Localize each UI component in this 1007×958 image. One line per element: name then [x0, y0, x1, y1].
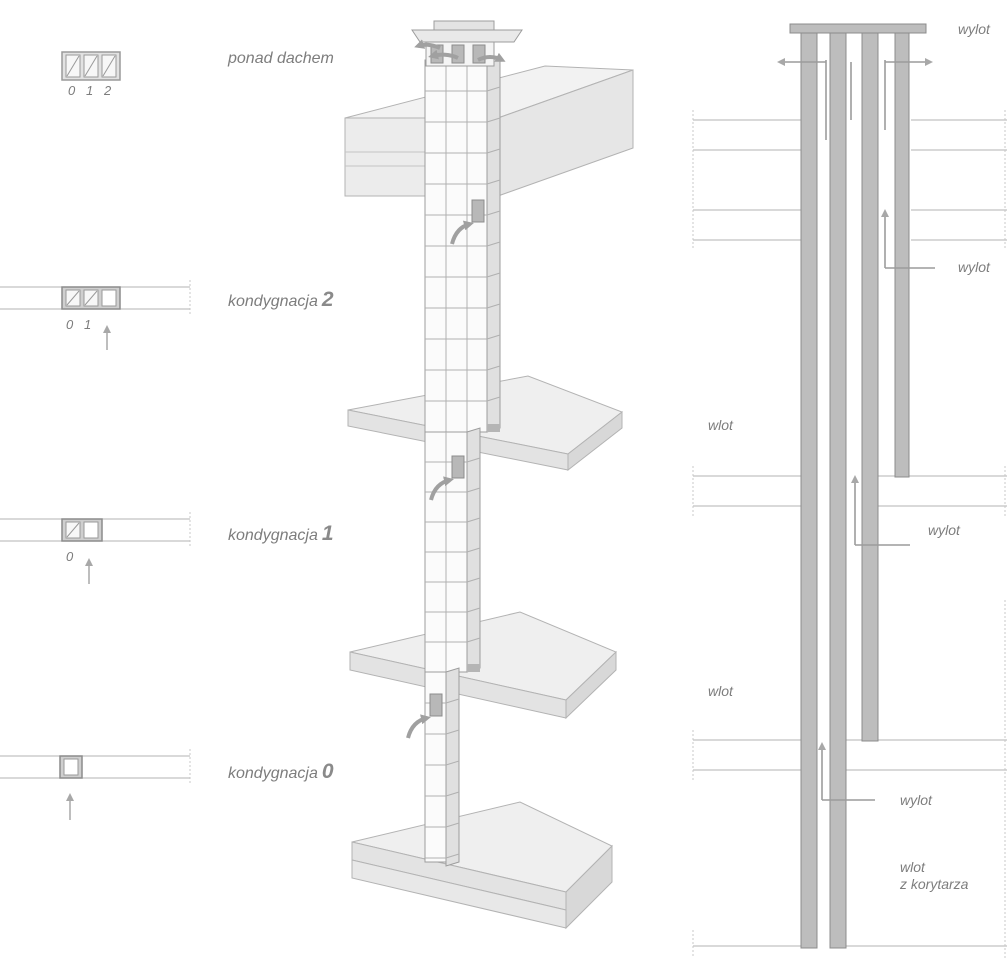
vent-grille-icon: [429, 693, 443, 717]
roof-index-0: 0: [68, 83, 76, 98]
slab-lower: [349, 611, 617, 720]
roof-index-1: 1: [86, 83, 93, 98]
label-inlet-floor1: wlot: [708, 417, 734, 433]
label-inlet-corridor-2: z korytarza: [899, 876, 969, 892]
vent-grille-icon: [451, 44, 465, 64]
cross-section-floor2: 0 1: [0, 280, 191, 350]
label-outlet-top: wylot: [958, 21, 991, 37]
label-above-roof: ponad dachem: [227, 50, 334, 67]
airflow-arrow-icon: [477, 52, 506, 62]
airflow-arrow-icon: [406, 714, 431, 739]
chimney-segment-3: [424, 55, 501, 433]
vertical-section: wylot wylot wlot wylot wlot wylot wlot z…: [692, 21, 1007, 958]
label-outlet-floor2: wylot: [958, 259, 991, 275]
floor2-index-0: 0: [66, 317, 74, 332]
floor-lines-left: [692, 110, 802, 956]
cross-section-roof: 0 1 2: [61, 51, 121, 98]
flow-paths: [777, 58, 935, 801]
roof-index-2: 2: [103, 83, 112, 98]
cap-airflow-arrows: [414, 39, 506, 62]
duct-walls: [800, 32, 910, 949]
chimney-cap: [411, 20, 523, 67]
floor2-index-1: 1: [84, 317, 91, 332]
label-outlet-floor0: wylot: [900, 792, 933, 808]
airflow-arrow-icon: [414, 39, 441, 50]
inlet-floor0: [406, 693, 443, 739]
inlet-floor1: [429, 455, 465, 501]
floor1-index-0: 0: [66, 549, 74, 564]
label-outlet-floor1: wylot: [928, 522, 961, 538]
airflow-arrow-icon: [429, 476, 454, 501]
slab-base: [351, 801, 613, 930]
floor-lines-right: [846, 110, 1007, 958]
cross-section-floor1: 0: [0, 512, 191, 584]
label-inlet-floor0: wlot: [708, 683, 734, 699]
airflow-arrow-icon: [428, 49, 459, 60]
cross-section-floor0: [0, 749, 191, 820]
chimney-segment-2: [424, 427, 481, 673]
section-cap: [789, 23, 927, 34]
airflow-arrow-icon: [450, 220, 474, 245]
label-inlet-corridor-1: wlot: [900, 859, 926, 875]
chimney-segment-1: [424, 667, 460, 867]
inlet-floor2: [450, 199, 485, 245]
vent-grille-icon: [471, 199, 485, 223]
isometric-chimney: [344, 20, 634, 930]
vent-grille-icon: [451, 455, 465, 479]
